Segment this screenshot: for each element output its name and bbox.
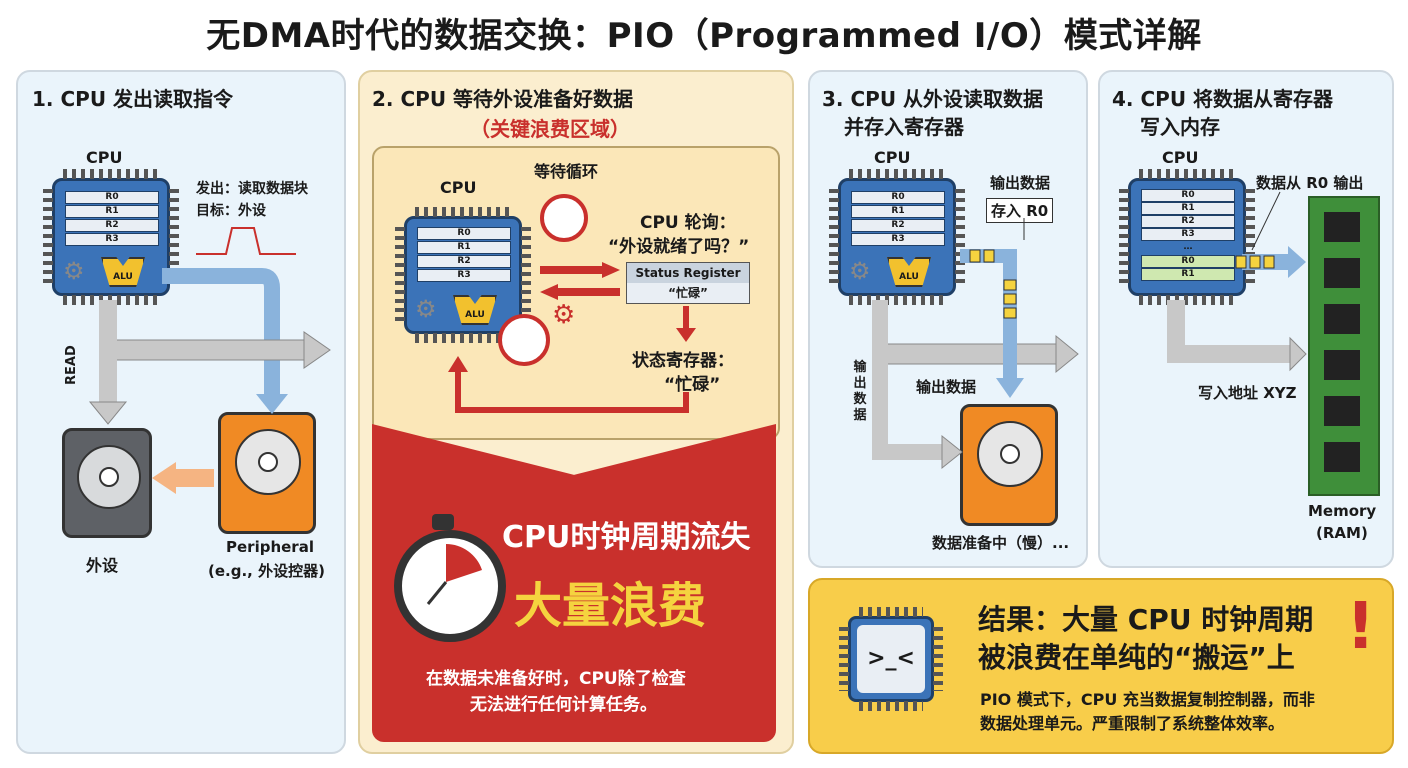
status-register-label: Status Register	[627, 263, 749, 283]
cpu-chip: R0 R1 R2 R3 … R0 R1	[1119, 169, 1255, 305]
register-r1-highlight: R1	[1141, 268, 1235, 281]
cpu-label: CPU	[86, 148, 123, 167]
status-register-box: Status Register “忙碌”	[626, 262, 750, 304]
register-r0: R0	[65, 191, 159, 204]
gear-icon: ⚙	[63, 257, 85, 285]
preparing-label: 数据准备中（慢）...	[932, 534, 1070, 552]
sad-face: >_<	[857, 625, 925, 693]
register-r2: R2	[1141, 215, 1235, 228]
register-r0: R0	[1141, 189, 1235, 202]
sad-cpu-icon: >_<	[839, 607, 943, 711]
result-body-line1: PIO 模式下，CPU 充当数据复制控制器，而非	[980, 690, 1315, 709]
lost-cycles-text: CPU时钟周期流失	[502, 520, 751, 555]
gear-icon: ⚙	[552, 300, 576, 330]
issue-label: 发出：读取数据块	[196, 181, 308, 197]
register-ellipsis: …	[1183, 242, 1193, 252]
read-side-label: READ	[64, 345, 79, 385]
panel-4-title-line1: 4. CPU 将数据从寄存器	[1112, 87, 1334, 111]
device-label: 外设	[86, 556, 119, 575]
peripheral-sublabel: (e.g., 外设控器)	[208, 562, 325, 580]
waste-note-line2: 无法进行任何计算任务。	[470, 695, 657, 715]
register-r1: R1	[1141, 202, 1235, 215]
panel-step-3: 3. CPU 从外设读取数据 并存入寄存器	[808, 70, 1088, 568]
waiting-loop-label: 等待循环	[534, 162, 599, 181]
full-address-label: 全制地址	[1204, 350, 1257, 365]
clock-icon	[498, 314, 550, 366]
output-from-r0-label: 数据从 R0 输出	[1256, 174, 1364, 192]
cpu-label: CPU	[874, 148, 911, 167]
peripheral-icon	[960, 404, 1058, 526]
peripheral-icon	[218, 412, 316, 534]
register-r0: R0	[851, 191, 945, 204]
panel-2-subtitle: （关键浪费区域）	[470, 117, 630, 141]
register-r3: R3	[417, 269, 511, 282]
peripheral-label: Peripheral	[226, 538, 314, 556]
stopwatch-crown	[432, 514, 454, 530]
output-data-label: 输出数据	[990, 174, 1051, 192]
target-label: 目标：外设	[196, 203, 266, 219]
register-r2: R2	[851, 219, 945, 232]
cpu-chip: R0 R1 R2 R3 ⚙ ALU	[829, 169, 965, 305]
page-title: 无DMA时代的数据交换：PIO（Programmed I/O）模式详解	[206, 16, 1202, 56]
result-body-line2: 数据处理单元。严重限制了系统整体效率。	[980, 714, 1285, 733]
register-r1: R1	[851, 205, 945, 218]
clock-icon	[540, 194, 588, 242]
alu-unit: ALU	[101, 257, 145, 287]
register-r0: R0	[417, 227, 511, 240]
status-register-value: “忙碌”	[668, 286, 708, 300]
output-data-label-2: 输出数据	[916, 378, 977, 396]
result-headline-line2: 被浪费在单纯的“搬运”上	[978, 641, 1295, 674]
read-top-label: READ	[212, 268, 252, 283]
register-r3: R3	[65, 233, 159, 246]
panel-2-title: 2. CPU 等待外设准备好数据	[372, 87, 634, 111]
cpu-label: CPU	[1162, 148, 1199, 167]
big-waste-text: 大量浪费	[514, 578, 707, 634]
register-r3: R3	[851, 233, 945, 246]
panel-3-title-line1: 3. CPU 从外设读取数据	[822, 87, 1044, 111]
poll-text-line1: CPU 轮询：	[640, 213, 736, 233]
poll-text-line2: “外设就绪了吗？”	[608, 237, 750, 257]
register-r3: R3	[1141, 228, 1235, 241]
panel-1-title: 1. CPU 发出读取指令	[32, 87, 234, 111]
cpu-chip: R0 R1 R2 R3 ⚙ ALU	[395, 207, 531, 343]
cpu-label: CPU	[440, 178, 477, 197]
write-address-label: 写入地址 XYZ	[1198, 384, 1297, 402]
state-label-line2: “忙碌”	[664, 375, 721, 395]
stopwatch-icon	[394, 530, 506, 642]
result-headline-line1: 结果：大量 CPU 时钟周期	[978, 603, 1314, 636]
cpu-chip: R0 R1 R2 R3 ⚙ ALU	[43, 169, 179, 305]
gear-icon: ⚙	[849, 257, 871, 285]
store-r0-label: 存入 R0	[986, 198, 1054, 223]
panel-4-title-line2: 写入内存	[1140, 115, 1220, 139]
register-r2: R2	[65, 219, 159, 232]
alu-unit: ALU	[887, 257, 931, 287]
state-label-line1: 状态寄存器：	[632, 351, 734, 371]
data-bus-label: 数据	[934, 350, 961, 365]
exclamation-icon: !	[1346, 590, 1376, 664]
alu-unit: ALU	[453, 295, 497, 325]
memory-module	[1308, 196, 1380, 496]
control-address-label: 控制地址	[168, 348, 217, 362]
hard-disk-icon	[62, 428, 152, 538]
memory-label-line1: Memory	[1308, 502, 1377, 520]
gear-icon: ⚙	[415, 295, 437, 323]
memory-label-line2: (RAM)	[1316, 524, 1368, 542]
output-data-vertical: 输出数据	[853, 360, 867, 423]
register-r1: R1	[65, 205, 159, 218]
register-r2: R2	[417, 255, 511, 268]
register-r1: R1	[417, 241, 511, 254]
panel-3-title-line2: 并存入寄存器	[844, 115, 964, 139]
register-r0-highlight: R0	[1141, 255, 1235, 268]
waste-note-line1: 在数据未准备好时，CPU除了检查	[426, 669, 686, 689]
